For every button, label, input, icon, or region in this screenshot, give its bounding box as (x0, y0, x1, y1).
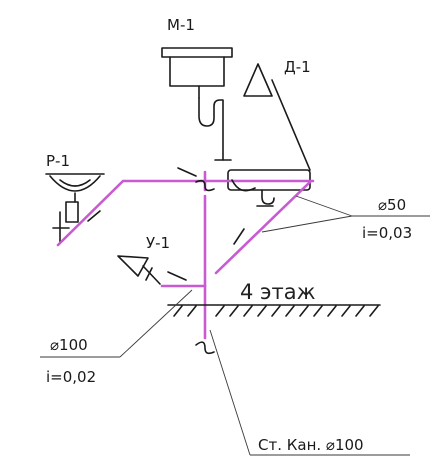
riser-label: Ст. Кан. ⌀100 (258, 436, 364, 454)
annotation-riser: Ст. Кан. ⌀100 (209, 329, 410, 456)
shower-trap (261, 189, 275, 205)
arrow-washbasin (177, 167, 197, 177)
leader-lower (119, 289, 193, 358)
annotation-upper: ⌀50 i=0,03 (261, 195, 430, 242)
sink-label: Р-1 (46, 152, 70, 170)
pipe-sink-branch (56, 179, 315, 247)
pipe-lower-diameter: ⌀100 (50, 336, 88, 354)
washbasin-label: М-1 (167, 16, 195, 34)
shower-d1: Д-1 (227, 58, 311, 207)
toilet-label: У-1 (146, 234, 170, 252)
sink-p1: Р-1 (45, 152, 105, 243)
arrow-shower (233, 228, 245, 245)
pipe-lower-slope: i=0,02 (46, 368, 96, 386)
leader-upper-1 (295, 195, 353, 217)
washbasin-trap (198, 97, 224, 161)
floor-slab: 4 этаж (167, 280, 381, 317)
sink-bowl (49, 175, 101, 192)
pipe-upper-diameter: ⌀50 (378, 196, 406, 214)
toilet-outlet-mark (145, 267, 153, 281)
shower-pipe (271, 79, 311, 171)
washbasin-m1: М-1 (161, 16, 233, 161)
break-mark-upper (195, 179, 215, 192)
washbasin-rim (161, 47, 233, 58)
sewer-pipes (56, 170, 315, 340)
break-marks (195, 179, 256, 355)
washbasin-bowl (169, 56, 225, 87)
toilet-y1: У-1 (117, 234, 170, 285)
arrow-toilet (167, 271, 187, 281)
break-mark-lower (195, 341, 215, 355)
arrow-sink (87, 210, 101, 222)
annotation-lower: ⌀100 i=0,02 (40, 289, 193, 386)
break-mark-shower (231, 179, 256, 192)
leader-riser (209, 329, 251, 456)
toilet-outlet (142, 265, 161, 285)
shower-label: Д-1 (284, 58, 311, 76)
floor-label: 4 этаж (240, 280, 316, 304)
leader-upper-2 (261, 215, 353, 233)
sink-inner (59, 179, 91, 187)
shower-head-icon (243, 63, 273, 97)
pipe-shower-branch (214, 180, 312, 275)
pipe-upper-slope: i=0,03 (362, 224, 412, 242)
slope-arrows (87, 167, 245, 281)
sink-trap (65, 201, 79, 223)
floor-hatching (173, 305, 379, 317)
